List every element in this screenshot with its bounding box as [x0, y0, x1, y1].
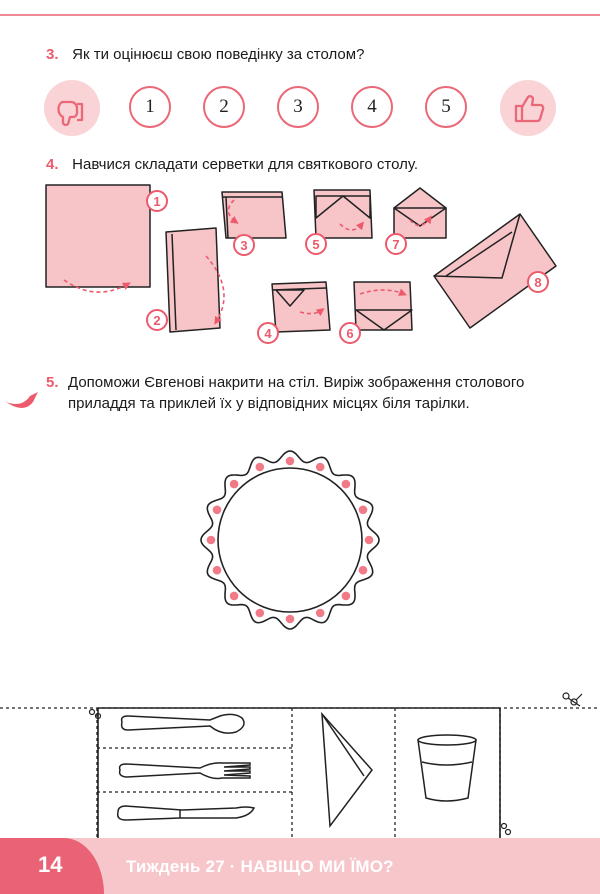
rating-scale: 1 2 3 4 5	[44, 80, 556, 140]
rating-option-3[interactable]: 3	[277, 86, 319, 128]
svg-text:8: 8	[534, 275, 541, 290]
question-text: Навчися складати серветки для святкового…	[72, 156, 419, 173]
napkin-icon[interactable]	[321, 711, 373, 829]
plate-dot	[212, 565, 222, 575]
svg-text:5: 5	[312, 237, 319, 252]
napkin-step-8	[433, 213, 557, 329]
napkin-step-3	[221, 191, 287, 239]
plate-dot	[315, 608, 325, 618]
step-badge-5: 5	[305, 233, 327, 255]
plate-dot	[358, 505, 368, 515]
thumb-up-icon[interactable]	[500, 80, 556, 136]
svg-text:1: 1	[153, 194, 160, 209]
plate-icon	[200, 450, 380, 630]
plate-dot	[206, 535, 216, 545]
question-number: 4.	[46, 156, 59, 173]
top-rule	[0, 14, 600, 16]
rating-option-2[interactable]: 2	[203, 86, 245, 128]
footer-title: Тиждень 27 · НАВІЩО МИ ЇМО?	[126, 857, 394, 876]
step-badge-3: 3	[233, 234, 255, 256]
question-number: 3.	[46, 46, 59, 63]
plate-dot	[255, 462, 265, 472]
question-text: Як ти оцінюєш свою поведінку за столом?	[72, 46, 365, 63]
scissors-icon[interactable]	[88, 708, 102, 720]
step-badge-8: 8	[527, 271, 549, 293]
question-number: 5.	[46, 374, 59, 391]
svg-text:6: 6	[346, 326, 353, 341]
knife-icon[interactable]	[116, 805, 256, 821]
page-number: 14	[38, 852, 63, 877]
pointer-arrow-icon	[6, 392, 38, 408]
plate-dot	[358, 565, 368, 575]
plate-dot	[229, 479, 239, 489]
plate-dot	[229, 591, 239, 601]
plate-dot	[341, 479, 351, 489]
step-badge-7: 7	[385, 233, 407, 255]
glass-icon[interactable]	[417, 734, 477, 802]
rating-option-4[interactable]: 4	[351, 86, 393, 128]
scissors-icon[interactable]	[562, 692, 583, 707]
plate-dot	[255, 608, 265, 618]
rating-option-1[interactable]: 1	[129, 86, 171, 128]
thumb-down-icon[interactable]	[44, 80, 100, 136]
plate-dot	[315, 462, 325, 472]
cut-out-panel	[0, 707, 600, 838]
plate-dot	[285, 456, 295, 466]
spoon-icon[interactable]	[120, 713, 245, 734]
question-5: 5. Допоможи Євгенові накрити на стіл. Вир…	[46, 372, 566, 414]
question-4: 4. Навчися складати серветки для святков…	[46, 154, 418, 175]
plate-dot	[341, 591, 351, 601]
svg-text:7: 7	[392, 237, 399, 252]
scissors-icon[interactable]	[500, 822, 512, 836]
question-text: Допоможи Євгенові накрити на стіл. Виріж…	[68, 374, 525, 412]
plate-dot	[364, 535, 374, 545]
svg-text:2: 2	[153, 313, 160, 328]
plate-dot	[212, 505, 222, 515]
svg-text:4: 4	[264, 326, 272, 341]
step-badge-1: 1	[146, 190, 168, 212]
step-badge-4: 4	[257, 322, 279, 344]
step-badge-6: 6	[339, 322, 361, 344]
question-3: 3. Як ти оцінюєш свою поведінку за столо…	[46, 44, 364, 65]
fork-icon[interactable]	[118, 762, 251, 780]
rating-option-5[interactable]: 5	[425, 86, 467, 128]
step-badge-2: 2	[146, 309, 168, 331]
plate-dot	[285, 614, 295, 624]
napkin-step-2	[165, 227, 221, 333]
napkin-step-1	[45, 184, 151, 288]
page-number-tab	[0, 838, 104, 894]
svg-text:3: 3	[240, 238, 247, 253]
